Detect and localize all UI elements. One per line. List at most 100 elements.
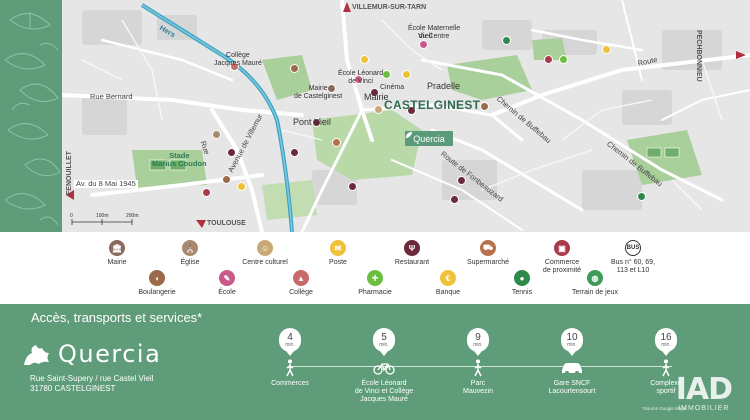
bank-marker[interactable] bbox=[402, 70, 411, 79]
address-line-1: Rue Saint-Supery / rue Castel Vieil bbox=[30, 374, 154, 383]
stop-complexe: 16 min. Complexe sportif bbox=[631, 328, 701, 396]
restaurant-marker[interactable] bbox=[290, 148, 299, 157]
centre-culturel-marker[interactable] bbox=[374, 105, 383, 114]
mairie-castelginest-label: Mairie de Castelginest bbox=[294, 85, 343, 100]
address: Rue Saint-Supery / rue Castel Vieil 3178… bbox=[30, 374, 153, 393]
cinema-label: Cinéma bbox=[380, 84, 405, 91]
stade-label: Stade Marius Coudon bbox=[152, 151, 207, 169]
legend-item-banque: € Banque bbox=[403, 270, 493, 297]
legend-item-poste: ✉ Poste bbox=[293, 240, 383, 267]
mairie-icon: 🏛 bbox=[109, 240, 125, 256]
oak-leaf-icon bbox=[24, 345, 49, 365]
legend-item-college: ▲ Collège bbox=[256, 270, 346, 297]
tennis-icon: ● bbox=[514, 270, 530, 286]
pharmacy-marker[interactable] bbox=[559, 55, 568, 64]
mairie-marker[interactable] bbox=[327, 84, 336, 93]
legend-item-boulangerie: ◖ Boulangerie bbox=[112, 270, 202, 297]
vieil-label: Vieil bbox=[418, 31, 433, 40]
stop-label: Gare SNCF Lacourtensourt bbox=[548, 380, 596, 396]
bank-marker[interactable] bbox=[602, 45, 611, 54]
graduation-cap-icon: ▲ bbox=[293, 270, 309, 286]
poste-marker[interactable] bbox=[237, 182, 246, 191]
restaurant-marker[interactable] bbox=[227, 148, 236, 157]
scale-end: 200m bbox=[126, 213, 139, 219]
direction-south-label: TOULOUSE bbox=[207, 220, 246, 227]
time-unit: min. bbox=[473, 341, 483, 348]
brand-big: IAD bbox=[675, 372, 733, 407]
poste-marker[interactable] bbox=[360, 55, 369, 64]
time-value: 5 bbox=[381, 331, 387, 343]
pharmacy-cross-icon: + bbox=[367, 270, 383, 286]
stop-parc: 9 min. Parc Mauvezin bbox=[443, 328, 513, 396]
logo-text: Quercia bbox=[58, 340, 162, 368]
decorative-leaf-panel bbox=[0, 0, 62, 232]
ecole-leonard-label: École Léonard de Vinci bbox=[338, 70, 384, 85]
map[interactable]: VILLEMUR-SUR-TARN PECHBONNIEU TOULOUSE F… bbox=[62, 0, 750, 232]
restaurant-marker[interactable] bbox=[450, 195, 459, 204]
stop-gare: 10 min. Gare SNCF Lacourtensourt bbox=[537, 328, 607, 396]
cart-icon: ⛟ bbox=[480, 240, 496, 256]
rue-bernard-label: Rue Bernard bbox=[90, 92, 133, 101]
stop-label: Commerces bbox=[271, 380, 309, 387]
time-value: 16 bbox=[660, 331, 672, 343]
iad-brand: IAD IMMOBILIER bbox=[675, 372, 733, 413]
restaurant-marker[interactable] bbox=[348, 182, 357, 191]
brand-small: IMMOBILIER bbox=[678, 405, 730, 412]
quercia-location-badge[interactable]: Quercia bbox=[405, 131, 453, 146]
legend-label: Restaurant bbox=[394, 259, 430, 266]
walk-icon bbox=[255, 358, 325, 378]
college-label: Collège Jacques Mauré bbox=[214, 52, 262, 67]
legend-label: Tennis bbox=[511, 289, 533, 296]
boulangerie-marker[interactable] bbox=[222, 175, 231, 184]
fork-knife-icon: Ψ bbox=[404, 240, 420, 256]
legend-label: École bbox=[218, 289, 236, 296]
boulangerie-marker[interactable] bbox=[290, 64, 299, 73]
legend-label: Collège bbox=[289, 289, 313, 296]
pharmacy-marker[interactable] bbox=[382, 70, 391, 79]
legend-item-terrain: ◍ Terrain de jeux bbox=[550, 270, 640, 297]
euro-icon: € bbox=[440, 270, 456, 286]
legend-item-bus: BUS Bus n° 60, 69, 113 et L10 bbox=[588, 240, 678, 275]
legend-item-centre-culturel: ☺ Centre culturel bbox=[220, 240, 310, 267]
legend-label: Pharmacie bbox=[358, 289, 392, 296]
direction-north-label: VILLEMUR-SUR-TARN bbox=[352, 4, 427, 11]
legend-item-supermarche: ⛟ Supermarché bbox=[443, 240, 533, 267]
town-label: CASTELGINEST bbox=[384, 98, 481, 112]
church-marker[interactable] bbox=[212, 130, 221, 139]
access-panel: Accès, transports et services* Quercia R… bbox=[0, 304, 750, 420]
walk-icon bbox=[631, 358, 701, 378]
commerce-marker[interactable] bbox=[202, 188, 211, 197]
leaf-icon bbox=[405, 131, 413, 139]
theater-mask-icon: ☺ bbox=[257, 240, 273, 256]
legend-label: Banque bbox=[435, 289, 461, 296]
access-title: Accès, transports et services* bbox=[31, 310, 203, 325]
time-pin: 16 min. bbox=[655, 328, 677, 356]
boulangerie-marker[interactable] bbox=[480, 102, 489, 111]
supermarche-marker[interactable] bbox=[332, 138, 341, 147]
restaurant-marker[interactable] bbox=[457, 176, 466, 185]
time-pin: 4 min. bbox=[279, 328, 301, 356]
legend-label: Commerce de proximité bbox=[542, 259, 582, 275]
mail-icon: ✉ bbox=[330, 240, 346, 256]
time-unit: min. bbox=[567, 341, 577, 348]
commerce-marker[interactable] bbox=[544, 55, 553, 64]
av-8-mai-label: Av. du 8 Mai 1945 bbox=[74, 179, 138, 189]
time-pin: 5 min. bbox=[373, 328, 395, 356]
legend-item-tennis: ● Tennis bbox=[477, 270, 567, 297]
tennis-marker[interactable] bbox=[637, 192, 646, 201]
restaurant-marker[interactable] bbox=[407, 106, 416, 115]
legend-item-commerce: ▣ Commerce de proximité bbox=[517, 240, 607, 275]
map-canvas bbox=[62, 0, 750, 232]
cinema-marker[interactable] bbox=[370, 88, 379, 97]
restaurant-marker[interactable] bbox=[312, 118, 321, 127]
college-marker[interactable] bbox=[230, 62, 239, 71]
legend-item-ecole: ✎ École bbox=[182, 270, 272, 297]
car-icon bbox=[537, 358, 607, 378]
walk-icon bbox=[443, 358, 513, 378]
ecole-maternelle-marker[interactable] bbox=[419, 40, 428, 49]
time-pin: 10 min. bbox=[561, 328, 583, 356]
ecole-leonard-marker[interactable] bbox=[354, 75, 363, 84]
tennis-marker[interactable] bbox=[502, 36, 511, 45]
stop-commerces: 4 min. Commerces bbox=[255, 328, 325, 388]
legend-label: Église bbox=[180, 259, 200, 266]
